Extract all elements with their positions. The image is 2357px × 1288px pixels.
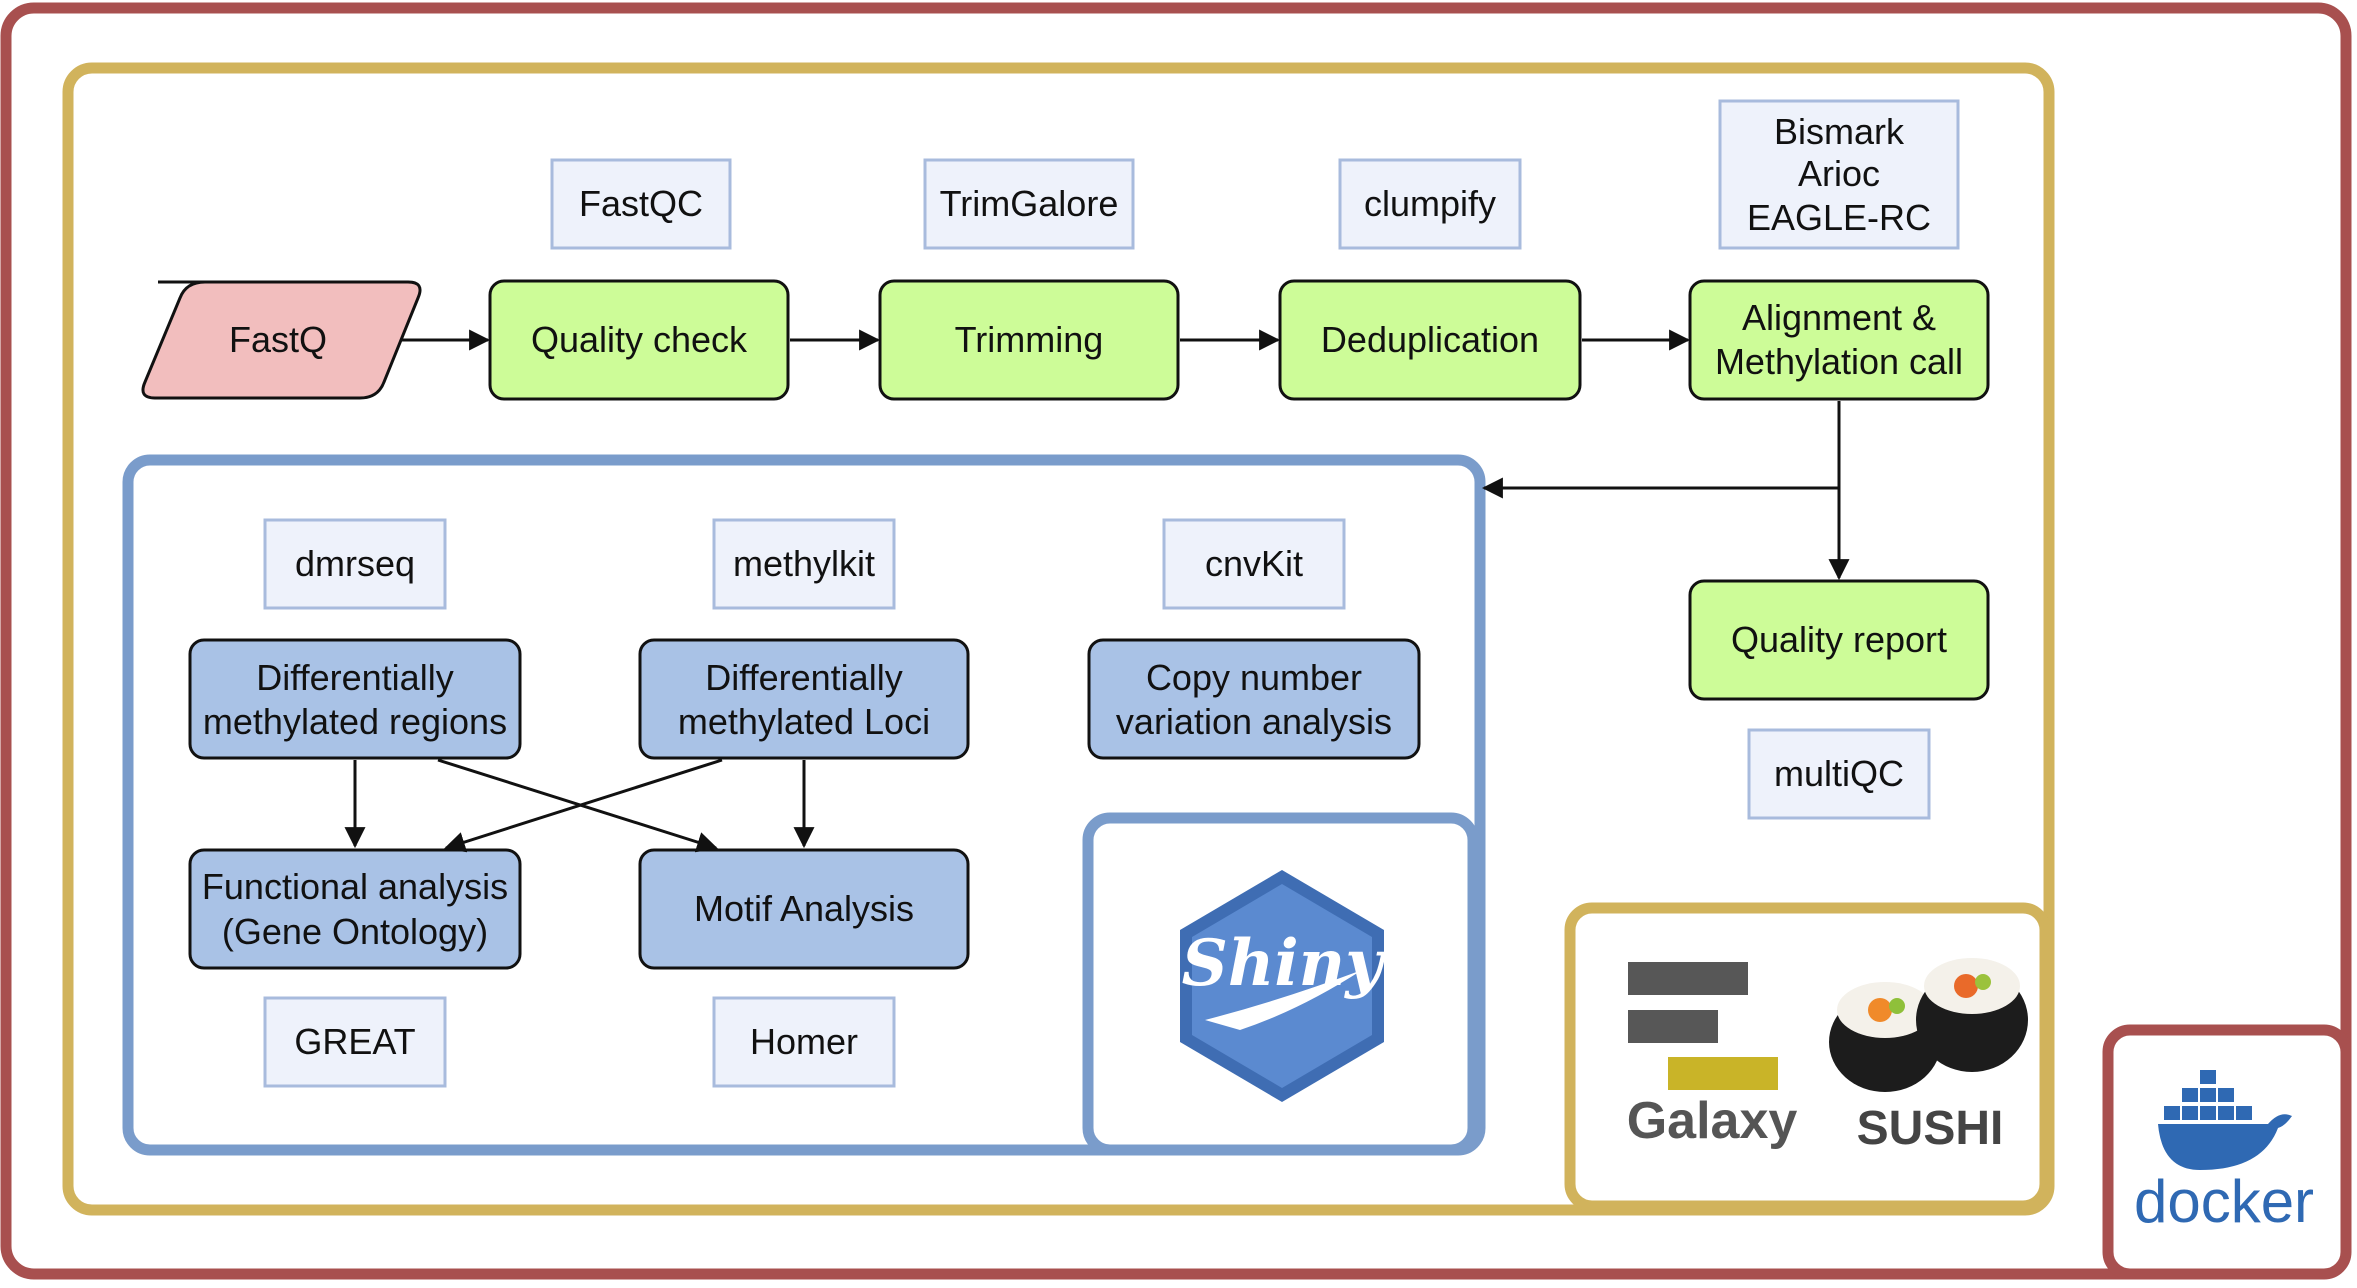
svg-text:dmrseq: dmrseq	[295, 543, 415, 584]
tool-label-homer: Homer	[712, 996, 896, 1088]
node-motif-analysis: Motif Analysis	[638, 848, 970, 970]
node-cnv: Copy number variation analysis	[1087, 638, 1421, 760]
step-quality-report: Quality report	[1688, 579, 1990, 701]
svg-text:multiQC: multiQC	[1774, 753, 1904, 794]
tool-label-aligners: Bismark Arioc EAGLE-RC	[1718, 99, 1960, 250]
galaxy-logo: Galaxy	[1627, 962, 1798, 1150]
tool-label-trimgalore: TrimGalore	[923, 158, 1135, 250]
step-deduplication: Deduplication	[1278, 279, 1582, 401]
tool-label-great: GREAT	[263, 996, 447, 1088]
svg-text:methylated Loci: methylated Loci	[678, 701, 930, 742]
svg-text:(Gene Ontology): (Gene Ontology)	[222, 911, 488, 952]
svg-text:FastQ: FastQ	[229, 319, 327, 360]
svg-text:methylated regions: methylated regions	[203, 701, 507, 742]
svg-text:variation analysis: variation analysis	[1116, 701, 1392, 742]
svg-text:EAGLE-RC: EAGLE-RC	[1747, 197, 1931, 238]
svg-text:Motif Analysis: Motif Analysis	[694, 888, 914, 929]
svg-text:docker: docker	[2134, 1168, 2314, 1235]
svg-text:Copy number: Copy number	[1146, 657, 1362, 698]
svg-text:FastQC: FastQC	[579, 183, 703, 224]
svg-text:GREAT: GREAT	[294, 1021, 415, 1062]
svg-text:Methylation call: Methylation call	[1715, 341, 1963, 382]
svg-text:Quality report: Quality report	[1731, 619, 1947, 660]
shiny-logo: Shiny	[1180, 870, 1386, 1102]
svg-text:Differentially: Differentially	[256, 657, 453, 698]
step-quality-check: Quality check	[488, 279, 790, 401]
svg-text:Deduplication: Deduplication	[1321, 319, 1539, 360]
svg-text:Homer: Homer	[750, 1021, 858, 1062]
svg-text:Galaxy: Galaxy	[1627, 1092, 1798, 1150]
input-fastq: FastQ	[141, 280, 422, 400]
docker-logo: docker	[2134, 1070, 2314, 1235]
arrow-dml-to-functional	[443, 758, 723, 853]
arrow-dmr-to-motif	[437, 758, 719, 853]
svg-text:methylkit: methylkit	[733, 543, 875, 584]
svg-text:Functional analysis: Functional analysis	[202, 866, 508, 907]
svg-text:TrimGalore: TrimGalore	[940, 183, 1119, 224]
svg-text:Differentially: Differentially	[705, 657, 902, 698]
tool-label-methylkit: methylkit	[712, 518, 896, 610]
svg-text:Trimming: Trimming	[955, 319, 1104, 360]
svg-text:Quality check: Quality check	[531, 319, 748, 360]
sushi-logo: SUSHI	[1829, 958, 2028, 1155]
svg-text:SUSHI: SUSHI	[1857, 1102, 2004, 1155]
step-alignment: Alignment & Methylation call	[1688, 279, 1990, 401]
step-trimming: Trimming	[878, 279, 1180, 401]
svg-text:clumpify: clumpify	[1364, 183, 1496, 224]
tool-label-multiqc: multiQC	[1747, 728, 1931, 820]
analysis-frame	[122, 454, 1486, 1156]
node-functional-analysis: Functional analysis (Gene Ontology)	[188, 848, 522, 970]
tool-label-dmrseq: dmrseq	[263, 518, 447, 610]
pipeline-frame	[62, 62, 2055, 1216]
svg-text:cnvKit: cnvKit	[1205, 543, 1303, 584]
node-dmr: Differentially methylated regions	[188, 638, 522, 760]
svg-text:Bismark: Bismark	[1774, 111, 1905, 152]
tool-label-clumpify: clumpify	[1338, 158, 1522, 250]
svg-text:Arioc: Arioc	[1798, 153, 1880, 194]
node-dml: Differentially methylated Loci	[638, 638, 970, 760]
tool-label-cnvkit: cnvKit	[1162, 518, 1346, 610]
svg-text:Alignment &: Alignment &	[1742, 297, 1936, 338]
svg-text:Shiny: Shiny	[1182, 926, 1387, 1001]
tool-label-fastqc: FastQC	[550, 158, 732, 250]
